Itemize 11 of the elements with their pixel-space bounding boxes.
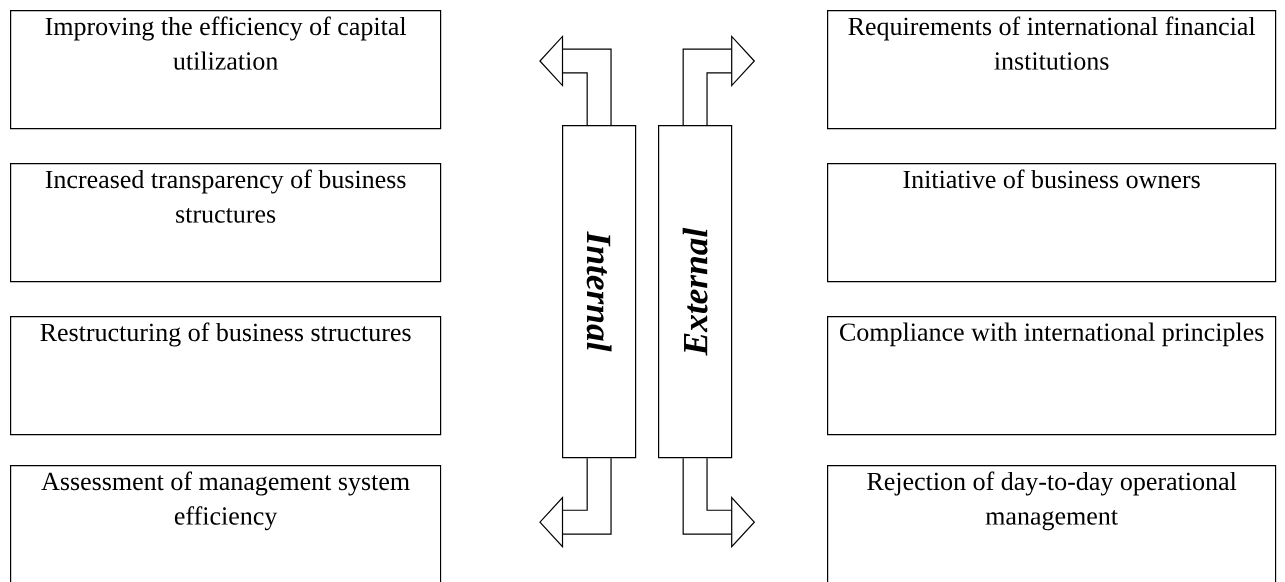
text-box: Compliance with international principles: [827, 316, 1277, 436]
text-box: Requirements of international financial institutions: [827, 10, 1277, 130]
text-box: Rejection of day-to-day operational management: [827, 465, 1277, 582]
vertical-bar: External: [658, 125, 733, 459]
text-box: Initiative of business owners: [827, 163, 1277, 283]
text-box: Assessment of management system efficiency: [10, 465, 442, 582]
vertical-bar: Internal: [562, 125, 637, 459]
text-box: Restructuring of business structures: [10, 316, 442, 436]
text-box: Increased transparency of business structures: [10, 163, 442, 283]
block-arrow: [539, 458, 612, 549]
text-box: Improving the efficiency of capital utilization: [10, 10, 442, 130]
